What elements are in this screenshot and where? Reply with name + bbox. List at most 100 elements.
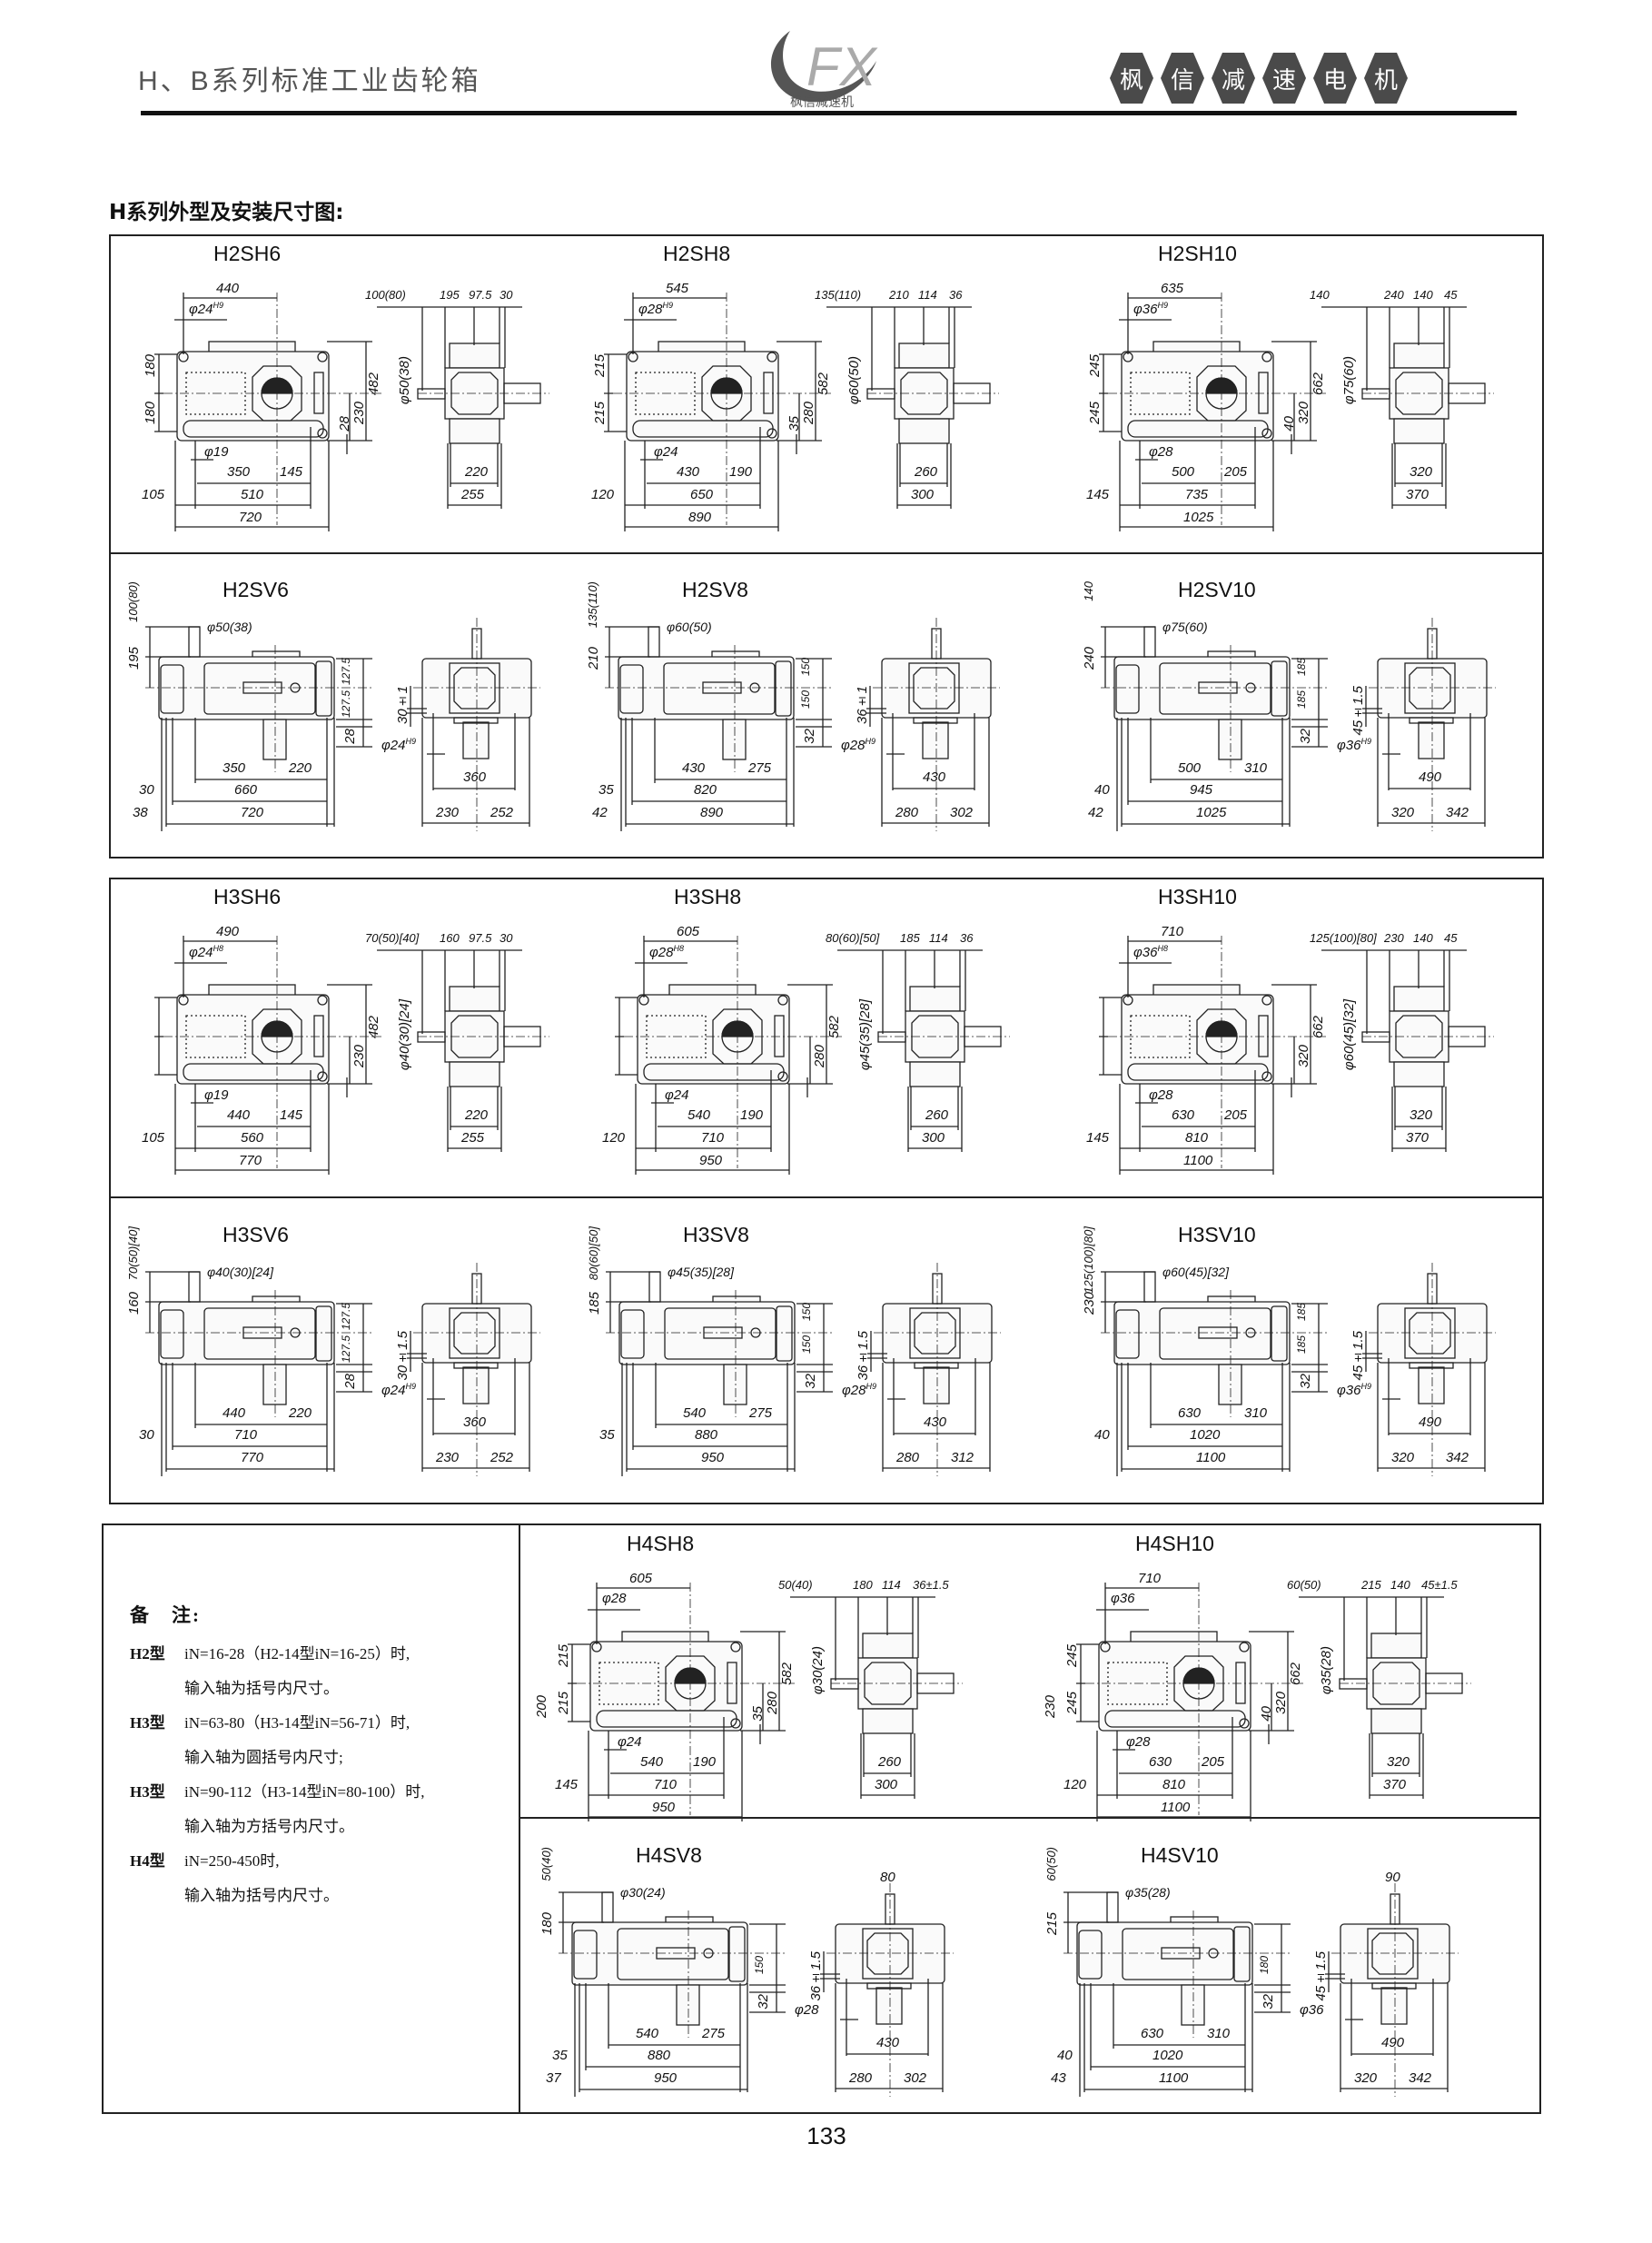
- dim-input-shaft-length: 125(100)[80]: [1082, 1226, 1095, 1294]
- dim-base-2: 145: [280, 464, 303, 480]
- dim-bolt-diameter: φ24: [618, 1734, 642, 1750]
- dim-base-2: 310: [1207, 2026, 1231, 2041]
- dim-flange: 32: [802, 729, 817, 744]
- dim-bolt-diameter: φ24: [654, 444, 678, 460]
- dim-base-1: 540: [640, 1754, 664, 1770]
- dim-base-2: 190: [693, 1754, 717, 1770]
- dim-input-shaft-length: 100(80): [365, 288, 406, 302]
- brand-badge: 信: [1161, 53, 1204, 104]
- dim-base-1: 540: [688, 1107, 711, 1123]
- drawing-h4sh10: H4SH10 710 φ36 245 245 230 662 320 40 φ2…: [1031, 1526, 1503, 1831]
- drawing-h2sv10: H2SV10 140 240 φ75(60) 185 185 32 500 31…: [1064, 554, 1537, 858]
- dim-base-1: 500: [1178, 760, 1202, 776]
- dim-tolerance: 36±1: [855, 686, 870, 725]
- dim-tolerance: 45±1.5: [1350, 1331, 1366, 1381]
- dim-input-shaft-length: 135(110): [815, 288, 862, 302]
- dim-output-shaft-offset: 605: [629, 1571, 653, 1586]
- dim-input-shaft-length: 50(40): [778, 1578, 813, 1592]
- dim-offset-2: 37: [546, 2070, 561, 2086]
- note-row: 输入轴为圆括号内尺寸;: [130, 1744, 425, 1779]
- dim-flange: 32: [1298, 729, 1313, 744]
- drawing-h4sv8: H4SV8 50(40) 180 φ30(24) 150 32 540 275 …: [522, 1820, 994, 2124]
- horizontal-gearbox-drawing: [1099, 936, 1494, 1175]
- brand-badge: 枫: [1110, 53, 1153, 104]
- dim-input-shaft-length: 60(50): [1044, 1847, 1058, 1881]
- panel-divider: [109, 1196, 1544, 1198]
- dim-bore-diameter: φ24H9: [189, 302, 223, 317]
- dim-output-shaft-offset: 605: [677, 924, 700, 939]
- dim-bore-diameter: φ36: [1111, 1592, 1134, 1605]
- dim-tolerance: 45±1.5: [1313, 1951, 1329, 2001]
- bore-value: φ24: [189, 302, 213, 317]
- dim-side-base-2: 370: [1383, 1777, 1407, 1792]
- dim-input-shaft-length: 140: [1310, 288, 1330, 302]
- dim-total-height: 662: [1311, 372, 1326, 396]
- dim-side-3: 36: [960, 931, 974, 945]
- dim-side-base-1: 320: [1410, 464, 1433, 480]
- dim-bolt-diameter: φ19: [204, 444, 229, 460]
- dim-shaft-height: 280: [801, 402, 816, 425]
- dim-output-shaft-offset: 440: [216, 281, 240, 296]
- dim-side-3: 30: [500, 288, 513, 302]
- dim-base-2: 205: [1202, 1754, 1225, 1770]
- dim-bolt-diameter: φ28: [1149, 444, 1173, 460]
- dim-input-shaft-diameter: φ30(24): [810, 1646, 826, 1695]
- h3-panel: [109, 878, 1544, 1504]
- dim-side-base-2: 300: [911, 487, 935, 502]
- dim-flange: 32: [756, 1994, 771, 2010]
- dim-side-2: 114: [882, 1578, 901, 1592]
- model-title: H4SH10: [1135, 1532, 1214, 1555]
- model-title: H4SV10: [1141, 1843, 1219, 1867]
- dim-side-base: 490: [1381, 2035, 1405, 2050]
- dim-lower-half: 127.5: [340, 690, 352, 719]
- dim-bore-diameter: φ28H9: [638, 301, 673, 317]
- dim-input-height: 240: [1082, 647, 1097, 670]
- dim-input-shaft-diameter: φ35(28): [1319, 1646, 1334, 1695]
- dim-input-shaft-diameter: φ60(45)[32]: [1162, 1265, 1229, 1279]
- dim-input-shaft-length: 80(60)[50]: [826, 931, 880, 945]
- dim-base-1: 540: [636, 2026, 659, 2041]
- dim-side-base-2: 370: [1406, 1130, 1429, 1146]
- bore-value: φ28: [795, 2002, 819, 2018]
- dim-input-shaft-length: 125(100)[80]: [1310, 931, 1377, 945]
- dim-offset: 105: [142, 1130, 165, 1146]
- dim-input-height: 195: [126, 647, 142, 670]
- dim-offset-1: 30: [139, 1427, 154, 1443]
- dim-base-span: 710: [654, 1777, 678, 1792]
- dim-total-length: 1025: [1196, 805, 1227, 820]
- dim-side-base-2: 255: [461, 487, 485, 502]
- brand-badge: 电: [1313, 53, 1357, 104]
- dim-lower-half: 185: [1295, 690, 1308, 710]
- dim-side-base-2: 370: [1406, 487, 1429, 502]
- panel-divider: [519, 1817, 1541, 1819]
- vertical-gearbox-drawing: [605, 618, 1000, 831]
- bore-tolerance: H9: [865, 737, 875, 746]
- dim-foot-height: 40: [1281, 416, 1297, 432]
- note-text: 输入轴为方括号内尺寸。: [184, 1818, 354, 1835]
- dim-input-shaft-diameter: φ50(38): [207, 620, 252, 634]
- vertical-gearbox-drawing: [145, 1263, 540, 1476]
- dim-side-2: 140: [1390, 1578, 1410, 1592]
- logo-subtitle: 枫信减速机: [790, 94, 854, 109]
- dim-offset-2: 42: [1088, 805, 1103, 820]
- dim-upper-half: 185: [1295, 1303, 1308, 1322]
- dim-input-shaft-length: 80(60)[50]: [587, 1226, 600, 1281]
- dim-offset-2: 38: [133, 805, 148, 820]
- bore-tolerance: H9: [662, 301, 673, 310]
- dim-offset-1: 35: [599, 1427, 615, 1443]
- note-prefix: H3型: [130, 1714, 165, 1732]
- dim-input-height: 160: [126, 1292, 142, 1315]
- note-row: 输入轴为括号内尺寸。: [130, 1675, 425, 1710]
- dim-side-base-1: 220: [465, 1107, 489, 1123]
- dim-foot-height: 35: [786, 416, 802, 432]
- dim-bore-diameter: φ36H8: [1133, 945, 1168, 960]
- dim-offset-1: 35: [598, 782, 614, 798]
- dim-input-shaft-diameter: φ60(50): [846, 356, 862, 405]
- note-prefix: [130, 1675, 184, 1710]
- dim-base-1: 350: [223, 760, 246, 776]
- dim-lower-half: 180: [1258, 1956, 1271, 1975]
- dim-input-height: 185: [587, 1292, 602, 1315]
- dim-height-bottom: 215: [592, 402, 608, 425]
- dim-flange: 28: [342, 1374, 358, 1389]
